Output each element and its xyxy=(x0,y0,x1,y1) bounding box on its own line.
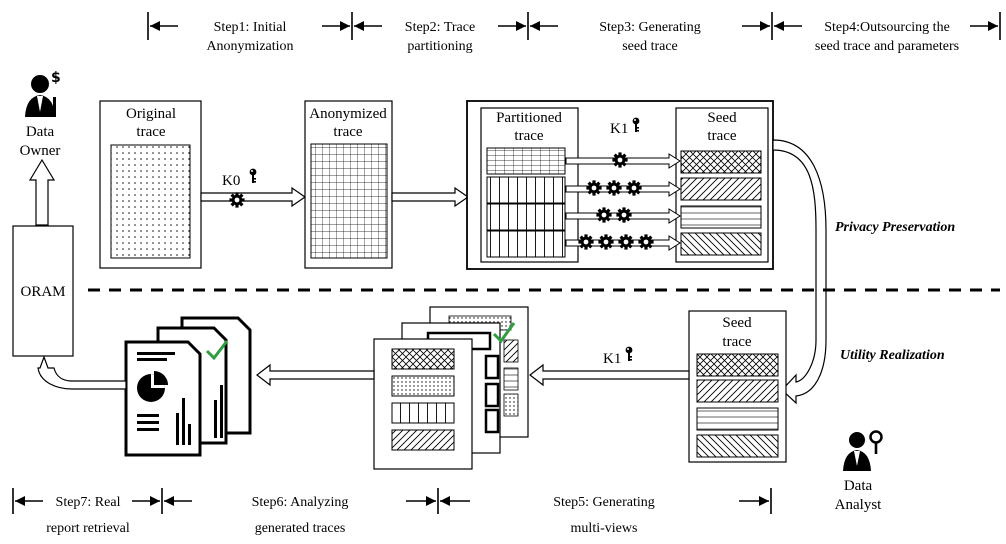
report-icon xyxy=(124,316,252,457)
seed-bottom-block-1 xyxy=(696,353,779,377)
data-owner-label-line1: Data xyxy=(26,124,55,140)
data-owner-label-line2: Owner xyxy=(20,143,61,159)
oram-to-owner-arrow xyxy=(28,158,56,226)
svg-text:$: $ xyxy=(51,70,61,86)
anonymized-trace-data xyxy=(310,143,388,259)
partition-block-4 xyxy=(486,230,566,258)
key-icon xyxy=(249,168,257,183)
analysis-arrow xyxy=(256,363,375,387)
partitioned-trace-label-line1: Partitioned xyxy=(496,110,562,126)
step7-label-line1: Step7: Real xyxy=(56,495,121,510)
multi-view-stack xyxy=(373,306,529,470)
anonymized-trace-label-line2: trace xyxy=(333,124,362,140)
step4-label-line1: Step4:Outsourcing the xyxy=(824,20,950,35)
outsourcing-arrow xyxy=(772,139,827,405)
partition-block-3 xyxy=(486,203,566,231)
partition-block-1 xyxy=(486,147,566,175)
step7-label-line2: report retrieval xyxy=(46,521,130,536)
seed-bottom-block-3 xyxy=(696,407,779,431)
seed-trace-top-label-line2: trace xyxy=(707,128,736,144)
data-analyst-label-line2: Analyst xyxy=(835,497,882,513)
step6-label-line2: generated traces xyxy=(255,521,346,536)
original-trace-label-line1: Original xyxy=(126,106,176,122)
k1-multiview-arrow xyxy=(529,363,690,387)
bottom-step-markers xyxy=(12,488,772,514)
checkmark-icon xyxy=(492,322,516,344)
k0-arrow xyxy=(200,186,307,208)
step5-label-line1: Step5: Generating xyxy=(553,495,654,510)
k1-bottom-label: K1 xyxy=(603,351,621,367)
data-analyst-label-line1: Data xyxy=(844,478,873,494)
original-trace-label-line2: trace xyxy=(136,124,165,140)
checkmark-icon xyxy=(205,340,229,361)
pie-chart-icon xyxy=(137,371,168,402)
seed-trace-bottom-label-line2: trace xyxy=(722,334,751,350)
k1-top-label: K1 xyxy=(610,121,628,137)
seed-block-1 xyxy=(680,150,762,174)
step3-label-line2: seed trace xyxy=(622,39,678,54)
step3-label-line1: Step3: Generating xyxy=(599,20,700,35)
person-key-icon xyxy=(843,430,883,471)
step2-label-line2: partitioning xyxy=(407,39,472,54)
partition-block-2 xyxy=(486,176,566,204)
step1-label-line2: Anonymization xyxy=(206,39,293,54)
seed-trace-bottom-label-line1: Seed xyxy=(722,315,752,331)
privacy-preservation-label: Privacy Preservation xyxy=(835,220,955,235)
top-step-markers xyxy=(147,12,1001,40)
original-trace-data xyxy=(110,144,191,259)
seed-bottom-block-4 xyxy=(696,434,779,458)
key-icon xyxy=(625,346,633,361)
partition-arrow xyxy=(391,186,470,208)
utility-realization-label: Utility Realization xyxy=(840,348,945,363)
partitioned-trace-label-line2: trace xyxy=(514,128,543,144)
step2-label-line1: Step2: Trace xyxy=(405,20,475,35)
gear-icon xyxy=(229,192,245,208)
step4-label-line2: seed trace and parameters xyxy=(815,39,959,54)
person-dollar-icon: $ xyxy=(25,70,61,117)
bottom-step-arrowheads xyxy=(15,496,769,506)
k0-label: K0 xyxy=(222,173,240,189)
seed-bottom-block-2 xyxy=(696,379,779,403)
retrieval-arrow xyxy=(37,355,127,390)
step5-label-line2: multi-views xyxy=(571,521,638,536)
step1-label-line1: Step1: Initial xyxy=(214,20,287,35)
step6-label-line1: Step6: Analyzing xyxy=(252,495,349,510)
anonymized-trace-label-line1: Anonymized xyxy=(309,106,387,122)
top-step-arrowheads xyxy=(150,21,998,31)
seed-trace-top-label-line1: Seed xyxy=(707,110,737,126)
seed-block-3 xyxy=(680,205,762,229)
oram-box xyxy=(12,225,74,357)
seed-block-2 xyxy=(680,177,762,201)
oram-label: ORAM xyxy=(20,284,65,300)
seed-block-4 xyxy=(680,232,762,256)
